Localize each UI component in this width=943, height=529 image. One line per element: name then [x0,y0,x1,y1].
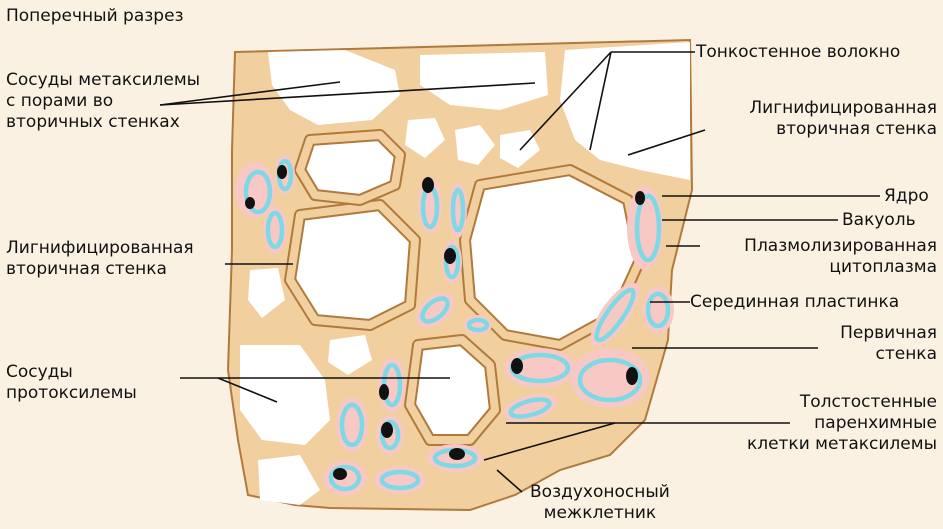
label-middle-lamella: Серединная пластинка [690,292,899,313]
label-protoxylem: Сосуды протоксилемы [6,362,137,404]
label-metaxylem-vessels: Сосуды метаксилемы с порами во вторичных… [6,70,200,133]
label-primary-wall: Первичная стенка [840,323,937,365]
diagram-title: Поперечный разрез [6,6,184,27]
label-lignified-wall-right: Лигнифицированная вторичная стенка [749,98,937,140]
label-thick-parenchyma: Толстостенные паренхимные клетки метакси… [747,392,937,455]
label-vacuole: Вакуоль [842,210,916,231]
label-plasmolyzed-cytoplasm: Плазмолизированная цитоплазма [744,236,937,278]
label-nucleus: Ядро [884,186,929,207]
label-lignified-wall-left: Лигнифицированная вторичная стенка [6,238,194,280]
label-air-space: Воздухоносный межклетник [530,482,670,524]
label-thin-fiber: Тонкостенное волокно [696,42,900,63]
